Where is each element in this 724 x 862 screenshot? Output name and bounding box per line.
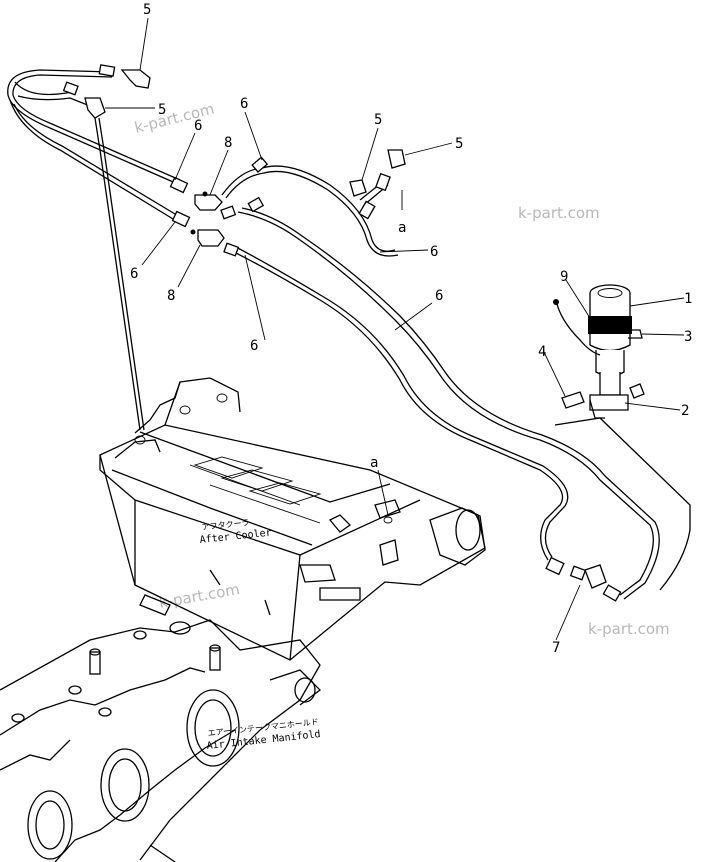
- air-intake-manifold: [0, 619, 321, 862]
- callout-5: 5: [374, 112, 382, 128]
- callout-5: 5: [143, 2, 151, 18]
- callout-3: 3: [684, 329, 692, 345]
- callout-8: 8: [224, 135, 232, 151]
- watermark: k-part.com: [133, 100, 217, 137]
- callout-6: 6: [194, 118, 202, 134]
- callout-7: 7: [552, 640, 560, 656]
- watermark: k-part.com: [588, 620, 670, 638]
- callout-6: 6: [430, 244, 438, 260]
- callout-8: 8: [167, 288, 175, 304]
- callout-5: 5: [158, 102, 166, 118]
- callout-a: a: [370, 455, 378, 471]
- leader-lines: [105, 17, 685, 641]
- callout-1: 1: [684, 291, 692, 307]
- sensor-assembly: [553, 284, 645, 419]
- callout-6: 6: [240, 96, 248, 112]
- pipes: [7, 69, 691, 600]
- watermark: k-part.com: [158, 580, 242, 612]
- callout-4: 4: [538, 344, 546, 360]
- watermark: k-part.com: [518, 204, 600, 222]
- callout-6: 6: [250, 338, 258, 354]
- fittings: [62, 64, 622, 602]
- callouts: 5 5 5 5 6 6 6 6 6 6 8 8 a a 1 2 3 4 7 9: [130, 2, 692, 656]
- callout-6: 6: [130, 266, 138, 282]
- callout-2: 2: [681, 403, 689, 419]
- callout-9: 9: [560, 269, 568, 285]
- callout-a: a: [398, 220, 406, 236]
- callout-6: 6: [435, 288, 443, 304]
- after-cooler: [99, 377, 486, 661]
- callout-5: 5: [455, 136, 463, 152]
